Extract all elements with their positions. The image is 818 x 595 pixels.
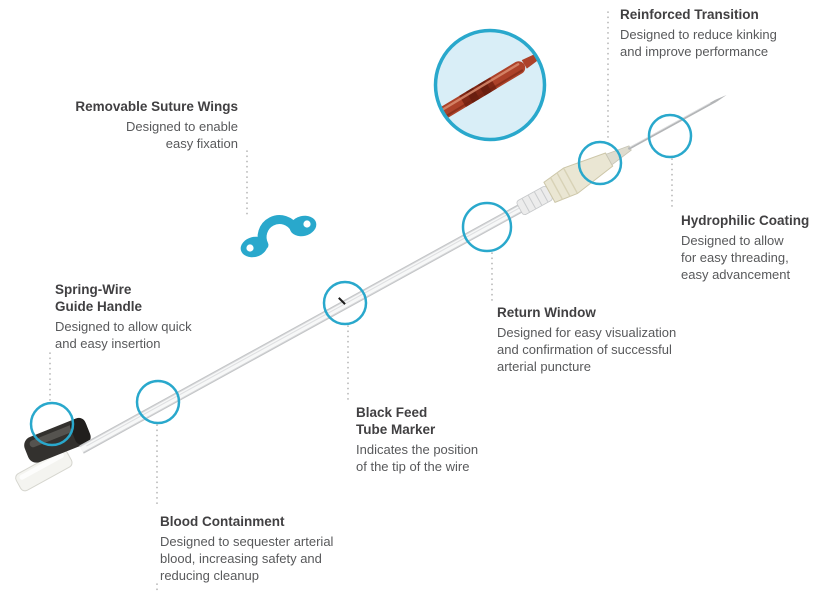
callout-title: Blood Containment <box>160 514 285 529</box>
callout-title: Hydrophilic Coating <box>681 213 810 228</box>
magnified-catheter-tip <box>437 44 557 120</box>
highlight-circle-blood-containment <box>135 379 181 425</box>
callout-description: Designed for easy visualization and conf… <box>497 325 677 374</box>
magnifier-ring <box>433 28 547 142</box>
magnifier-inset <box>433 28 557 142</box>
highlight-circle-hydrophilic-coating <box>647 113 693 159</box>
callout-title: Spring-Wire Guide Handle <box>55 282 143 314</box>
black-marker-tick <box>338 297 346 305</box>
highlight-circle-reinforced-transition <box>577 140 623 186</box>
callout-removable-suture-wings: Removable Suture Wings Designed to enabl… <box>58 98 238 152</box>
highlight-circles <box>29 113 693 447</box>
needle <box>627 95 727 151</box>
callout-title: Removable Suture Wings <box>75 99 238 114</box>
highlight-circle-return-window <box>461 201 513 253</box>
callout-title: Return Window <box>497 305 596 320</box>
callout-spring-wire-guide-handle: Spring-Wire Guide Handle Designed to all… <box>55 281 230 352</box>
callout-description: Designed to allow for easy threading, ea… <box>681 233 791 282</box>
catheter-shaft <box>79 187 554 454</box>
callout-blood-containment: Blood Containment Designed to sequester … <box>160 513 375 584</box>
callout-description: Designed to sequester arterial blood, in… <box>160 534 334 583</box>
callout-title: Black Feed Tube Marker <box>356 405 436 437</box>
highlight-circle-black-marker <box>322 280 368 326</box>
callout-reinforced-transition: Reinforced Transition Designed to reduce… <box>620 6 812 60</box>
callout-description: Designed to allow quick and easy inserti… <box>55 319 192 351</box>
callout-description: Indicates the position of the tip of the… <box>356 442 479 474</box>
dashed-connectors <box>49 11 673 595</box>
callout-hydrophilic-coating: Hydrophilic Coating Designed to allow fo… <box>681 212 816 283</box>
callout-description: Designed to reduce kinking and improve p… <box>620 27 777 59</box>
highlight-circle-guide-handle <box>29 401 75 447</box>
callout-title: Reinforced Transition <box>620 7 759 22</box>
callout-black-feed-tube-marker: Black Feed Tube Marker Indicates the pos… <box>356 404 521 475</box>
callout-description: Designed to enable easy fixation <box>125 119 238 151</box>
suture-wings-clip <box>240 215 317 258</box>
callout-return-window: Return Window Designed for easy visualiz… <box>497 304 702 375</box>
